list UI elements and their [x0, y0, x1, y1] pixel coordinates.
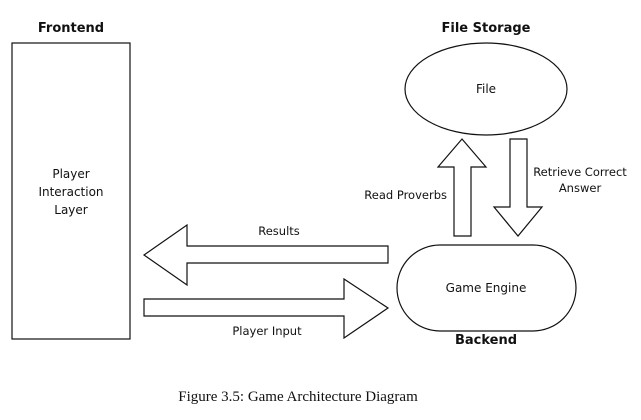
- player-input-arrow: [143, 277, 390, 340]
- player-input-label: Player Input: [232, 324, 302, 338]
- retrieve-answer-label-line-2: Answer: [559, 181, 602, 195]
- file-node: [404, 42, 568, 136]
- frontend-box-line-3: Layer: [54, 203, 88, 217]
- frontend-box: [11, 42, 131, 340]
- frontend-box-line-2: Interaction: [38, 185, 103, 199]
- file-storage-heading: File Storage: [442, 21, 531, 36]
- read-proverbs-arrow: [436, 138, 488, 237]
- results-arrow: [142, 223, 389, 287]
- figure-caption: Figure 3.5: Game Architecture Diagram: [178, 389, 418, 405]
- retrieve-answer-arrow: [492, 138, 544, 237]
- retrieve-answer-label-line-1: Retrieve Correct: [533, 165, 627, 179]
- frontend-heading: Frontend: [38, 21, 104, 36]
- backend-heading: Backend: [455, 333, 517, 348]
- results-label: Results: [258, 224, 300, 238]
- file-node-label: File: [476, 82, 496, 96]
- read-proverbs-label: Read Proverbs: [364, 188, 447, 202]
- game-engine-node: [396, 244, 577, 332]
- frontend-box-line-1: Player: [52, 167, 89, 181]
- game-engine-label: Game Engine: [446, 281, 527, 295]
